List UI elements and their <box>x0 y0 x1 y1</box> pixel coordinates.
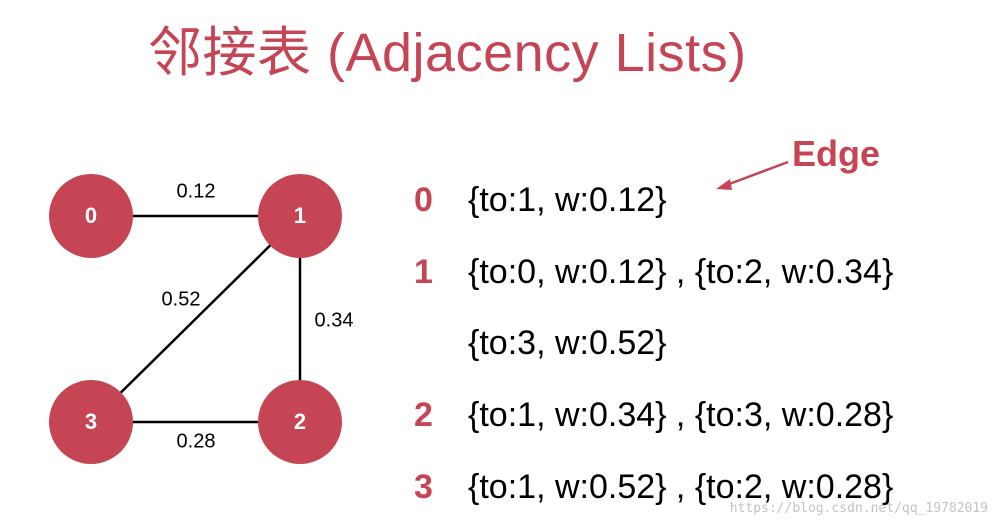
node-circle <box>49 174 133 258</box>
adjacency-row-index: 2 <box>414 396 433 434</box>
watermark: https://blog.csdn.net/qq_19782019 <box>729 501 988 516</box>
adjacency-row-entries: {to:0, w:0.12} , {to:2, w:0.34} <box>468 253 894 291</box>
graph-node-0: 0 <box>49 174 133 258</box>
adjacency-row-index: 3 <box>414 468 433 506</box>
node-label: 0 <box>85 203 97 228</box>
edge-weight-label: 0.28 <box>177 430 216 452</box>
edge-callout-label: Edge <box>792 133 881 174</box>
adjacency-row: 1 {to:0, w:0.12} , {to:2, w:0.34} <box>0 255 1000 307</box>
graph-node-1: 1 <box>258 174 342 258</box>
node-label: 2 <box>294 409 306 434</box>
node-circle <box>258 174 342 258</box>
arrow-left-down-icon <box>716 160 789 190</box>
node-label: 3 <box>85 409 97 434</box>
node-label: 1 <box>294 203 306 228</box>
node-circle <box>49 380 133 464</box>
adjacency-row: 3 {to:1, w:0.52} , {to:2, w:0.28} <box>0 470 1000 522</box>
graph-node-2: 2 <box>258 380 342 464</box>
adjacency-row-entries: {to:1, w:0.52} , {to:2, w:0.28} <box>468 468 894 506</box>
graph-edge-1-3 <box>90 215 301 423</box>
edge-weight-label: 0.34 <box>315 309 354 331</box>
node-circle <box>258 380 342 464</box>
edge-weight-label: 0.52 <box>162 288 201 310</box>
adjacency-row-entries: {to:3, w:0.52} <box>468 324 667 362</box>
page-title: 邻接表 (Adjacency Lists) <box>148 23 747 83</box>
edge-weight-label: 0.12 <box>177 180 216 202</box>
graph-node-3: 3 <box>49 380 133 464</box>
adjacency-row-continuation: {to:3, w:0.52} <box>0 326 1000 378</box>
adjacency-row-index: 1 <box>414 253 433 291</box>
adjacency-row-index: 0 <box>414 181 433 219</box>
adjacency-row: 2 {to:1, w:0.34} , {to:3, w:0.28} <box>0 398 1000 450</box>
node-layer: 0 1 2 3 <box>49 174 342 464</box>
adjacency-row: 0 {to:1, w:0.12} <box>0 183 1000 235</box>
adjacency-row-entries: {to:1, w:0.12} <box>468 181 667 219</box>
adjacency-row-entries: {to:1, w:0.34} , {to:3, w:0.28} <box>468 396 894 434</box>
